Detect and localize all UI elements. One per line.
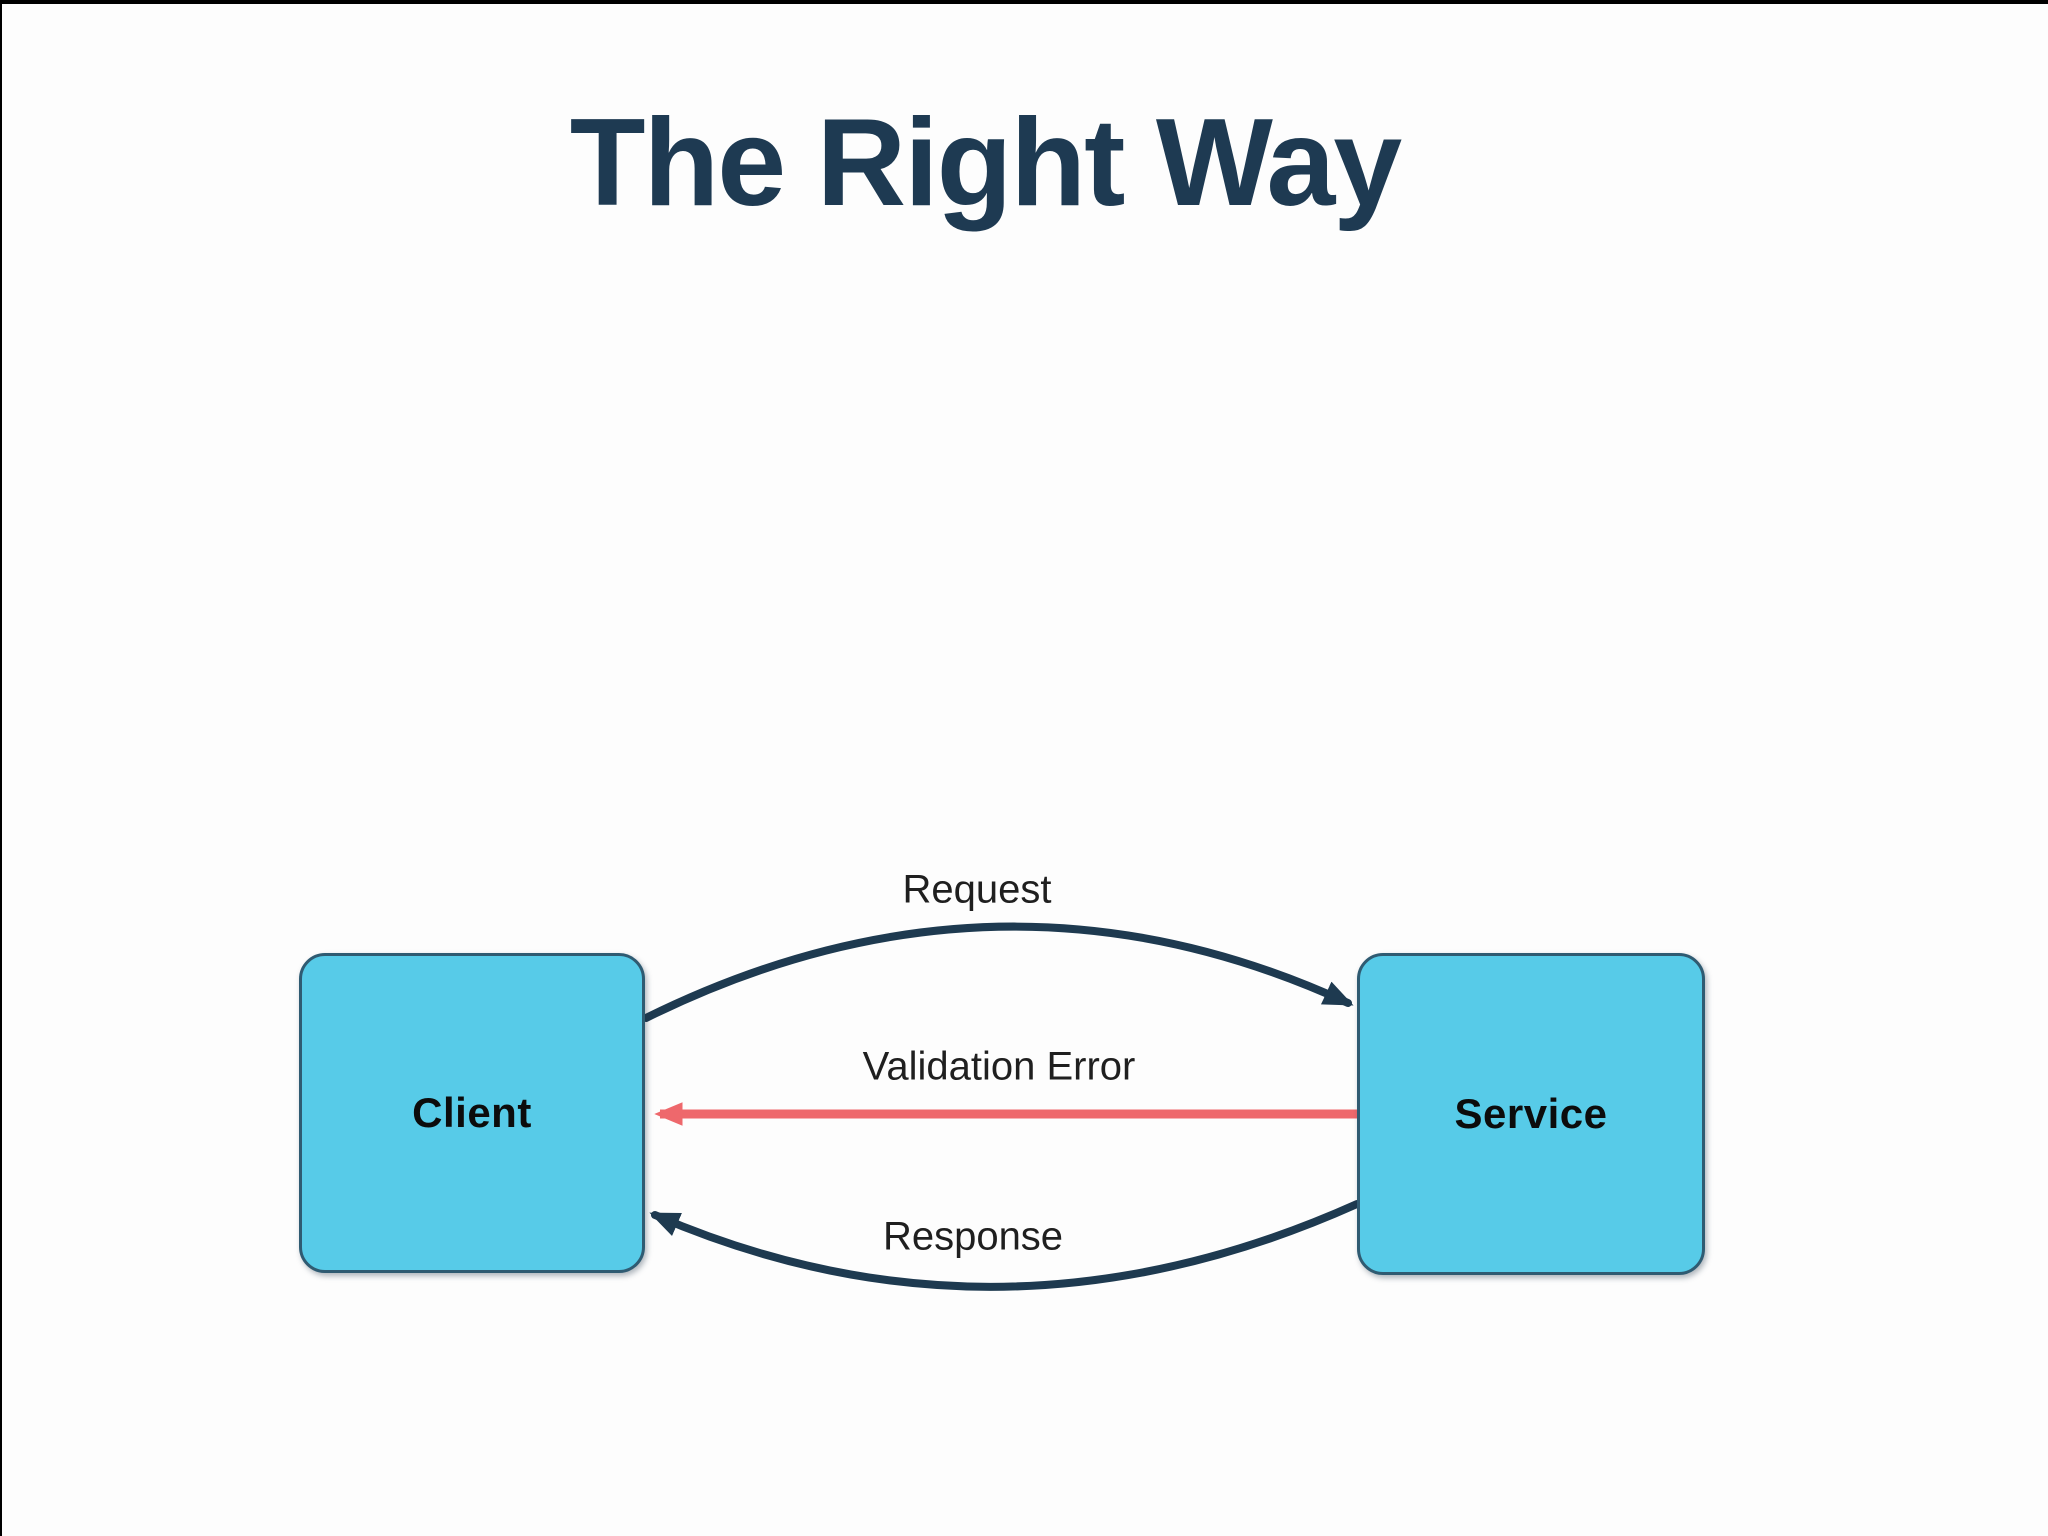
response-label: Response [882, 1214, 1064, 1259]
response-arrow [649, 1200, 1361, 1291]
left-frame-line [0, 0, 2, 1536]
service-node: Service [1357, 953, 1705, 1275]
client-node-label: Client [412, 1089, 532, 1136]
validation-error-label: Validation Error [862, 1044, 1136, 1089]
request-label: Request [902, 867, 1052, 912]
client-node: Client [299, 953, 645, 1273]
slide-title: The Right Way [569, 94, 1403, 232]
request-arrow [642, 922, 1354, 1022]
service-node-label: Service [1454, 1090, 1608, 1137]
top-frame-line [0, 0, 2048, 4]
